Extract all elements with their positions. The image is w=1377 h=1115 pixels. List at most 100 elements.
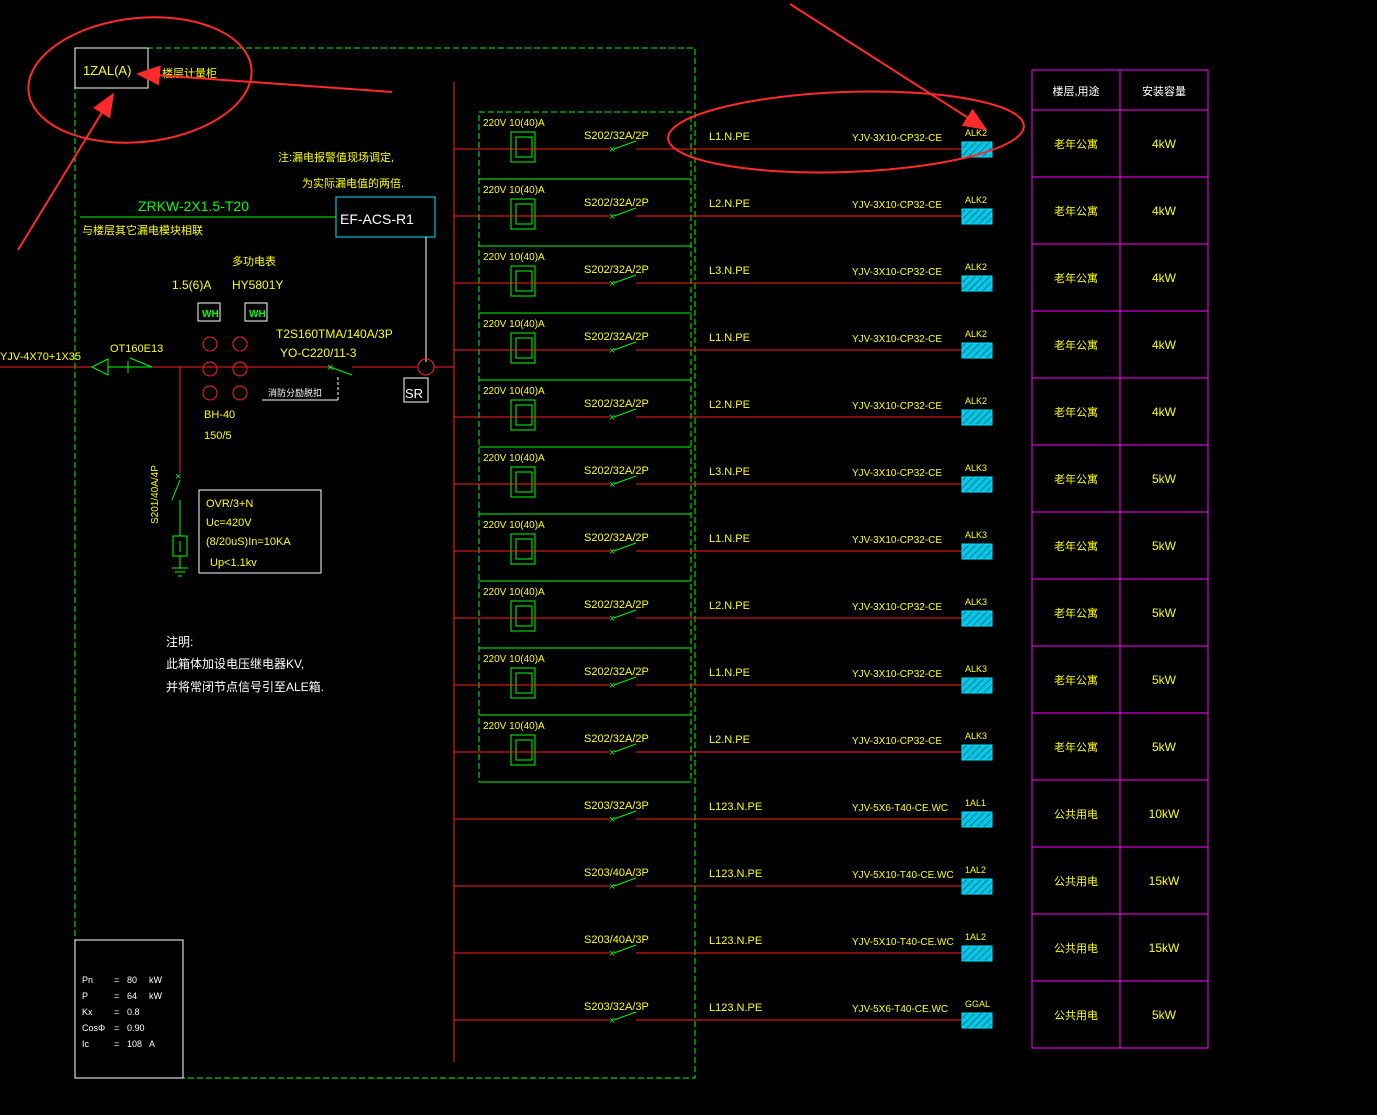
destination-box <box>961 208 993 225</box>
table-use: 公共用电 <box>1054 808 1098 821</box>
cable-label: YJV-3X10-CP32-CE <box>852 535 942 546</box>
breaker-x: × <box>609 412 615 424</box>
load-calc-box <box>74 939 184 1079</box>
leak-module-inner <box>515 672 533 694</box>
destination-box-label: ALK2 <box>965 195 987 205</box>
breaker-x: × <box>609 479 615 491</box>
leak-module <box>510 533 536 565</box>
destination-box-label: ALK2 <box>965 396 987 406</box>
calc-value: 64 <box>127 991 137 1001</box>
ct-model: BH-40 <box>204 409 235 421</box>
destination-box-label: 1AL2 <box>965 932 986 942</box>
annotation-arrow-left <box>136 65 393 93</box>
cable-label: YJV-3X10-CP32-CE <box>852 200 942 211</box>
table-use: 老年公寓 <box>1054 137 1098 151</box>
meter-name: 多功电表 <box>232 254 276 268</box>
table-capacity: 4kW <box>1152 204 1177 218</box>
fire-cut-label: 消防分励脱扣 <box>268 387 322 398</box>
breaker-switch <box>613 877 637 887</box>
ct-ratio: 150/5 <box>204 430 232 442</box>
destination-box <box>961 275 993 292</box>
leak-module-inner <box>515 404 533 426</box>
table-use: 公共用电 <box>1054 875 1098 888</box>
calc-unit: A <box>149 1039 155 1049</box>
calc-key: CosΦ <box>82 1023 105 1033</box>
table-capacity: 5kW <box>1152 740 1177 754</box>
phase-label: L123.N.PE <box>709 1002 762 1014</box>
wh-meter-2-label: WH <box>249 309 266 320</box>
isolator-switch <box>129 357 153 368</box>
table-capacity: 4kW <box>1152 338 1177 352</box>
calc-eq: = <box>114 1039 119 1049</box>
breaker-label: S202/32A/2P <box>584 331 649 343</box>
breaker-label: S202/32A/2P <box>584 666 649 678</box>
spd-spec-1: OVR/3+N <box>206 498 253 510</box>
main-breaker-switch <box>329 366 353 376</box>
table-capacity: 5kW <box>1152 472 1177 486</box>
isolator-label: OT160E13 <box>110 343 163 355</box>
note-line-1: 此箱体加设电压继电器KV, <box>166 656 304 671</box>
phase-label: L2.N.PE <box>709 198 750 210</box>
efacs-label: EF-ACS-R1 <box>340 211 414 227</box>
phase-label: L123.N.PE <box>709 801 762 813</box>
table-header-use: 楼层,用途 <box>1052 84 1099 98</box>
breaker-label: S202/32A/2P <box>584 197 649 209</box>
table-capacity: 10kW <box>1149 807 1180 821</box>
spd-spec-3: (8/20uS)In=10KA <box>206 536 291 548</box>
breaker-label: S202/32A/2P <box>584 398 649 410</box>
breaker-switch <box>613 1011 637 1021</box>
leak-module-rating: 220V 10(40)A <box>483 185 545 196</box>
leak-module-inner <box>515 739 533 761</box>
destination-box-label: ALK3 <box>965 530 987 540</box>
breaker-switch <box>613 207 637 217</box>
main-breaker-label-1: T2S160TMA/140A/3P <box>276 327 393 341</box>
calc-eq: = <box>114 1007 119 1017</box>
leak-module <box>510 734 536 766</box>
leak-module-inner <box>515 538 533 560</box>
destination-box-label: 1AL1 <box>965 798 986 808</box>
calc-value: 80 <box>127 975 137 985</box>
breaker-label: S202/32A/2P <box>584 733 649 745</box>
spd-spec-box <box>198 489 322 574</box>
note-line-2: 并将常闭节点信号引至ALE箱. <box>166 679 324 694</box>
annotation-circle-id <box>27 16 253 144</box>
phase-label: L2.N.PE <box>709 734 750 746</box>
spd-breaker-switch <box>171 479 181 501</box>
annotation-arrow-right <box>789 3 988 131</box>
table-use: 公共用电 <box>1054 942 1098 955</box>
calc-eq: = <box>114 1023 119 1033</box>
leak-note-1: 注:漏电报警值现场调定, <box>278 150 394 164</box>
calc-value: 0.8 <box>127 1007 140 1017</box>
leak-module <box>510 332 536 364</box>
cable-label: YJV-3X10-CP32-CE <box>852 334 942 345</box>
destination-box <box>961 543 993 560</box>
incoming-terminal <box>90 358 109 376</box>
breaker-label: S202/32A/2P <box>584 264 649 276</box>
destination-box <box>961 878 993 895</box>
phase-label: L1.N.PE <box>709 667 750 679</box>
calc-key: Ic <box>82 1039 90 1049</box>
calc-eq: = <box>114 975 119 985</box>
destination-box <box>961 811 993 828</box>
table-use: 老年公寓 <box>1054 539 1098 553</box>
destination-box <box>961 677 993 694</box>
panel-outline <box>74 47 696 1079</box>
table-capacity: 5kW <box>1152 673 1177 687</box>
breaker-switch <box>613 341 637 351</box>
table-use: 老年公寓 <box>1054 405 1098 419</box>
breaker-switch <box>613 542 637 552</box>
destination-box-label: ALK2 <box>965 262 987 272</box>
main-breaker-label-2: YO-C220/11-3 <box>280 346 357 360</box>
